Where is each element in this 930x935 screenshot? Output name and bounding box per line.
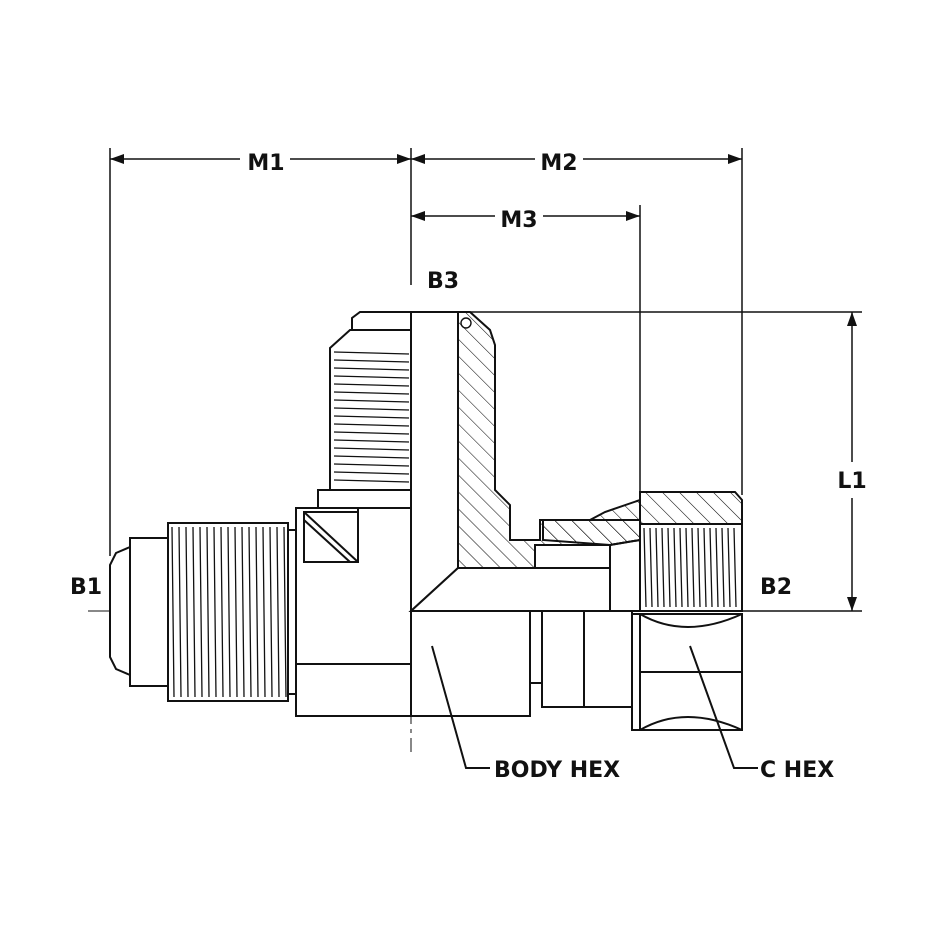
arrow-head bbox=[411, 211, 425, 221]
top-port-section bbox=[457, 311, 641, 569]
left-neck bbox=[129, 537, 169, 687]
label-b1: B1 bbox=[70, 575, 102, 600]
top-nose bbox=[351, 311, 412, 331]
arrow-head bbox=[728, 154, 742, 164]
label-m2: M2 bbox=[540, 151, 577, 176]
top-bore bbox=[410, 311, 459, 612]
left-male-end bbox=[109, 508, 297, 716]
nut-thread-lines bbox=[643, 527, 737, 608]
dimension-m3: M3 bbox=[411, 208, 640, 233]
arrow-head bbox=[626, 211, 640, 221]
label-m1: M1 bbox=[247, 151, 284, 176]
arrow-head bbox=[110, 154, 124, 164]
top-male-end bbox=[317, 311, 412, 509]
label-b2: B2 bbox=[760, 575, 792, 600]
left-nose bbox=[109, 545, 131, 677]
dimension-l1: L1 bbox=[837, 312, 867, 611]
label-b3: B3 bbox=[427, 269, 459, 294]
label-m3: M3 bbox=[500, 208, 537, 233]
sleeve-section bbox=[542, 498, 641, 547]
nut-thread-zone bbox=[639, 523, 743, 612]
arrow-head bbox=[411, 154, 425, 164]
dimension-m2: M2 bbox=[411, 151, 742, 176]
horizontal-bore bbox=[408, 567, 611, 612]
tee-body bbox=[295, 500, 531, 717]
leader-c-hex bbox=[689, 645, 758, 769]
label-c-hex: C HEX bbox=[760, 758, 834, 783]
arrow-head bbox=[847, 312, 857, 326]
top-neck bbox=[317, 489, 412, 509]
arrow-head bbox=[397, 154, 411, 164]
leader-lines bbox=[431, 645, 758, 769]
top-thread-lines bbox=[333, 351, 410, 483]
body-hex-right bbox=[410, 610, 531, 717]
section-view bbox=[408, 311, 641, 612]
arrow-head bbox=[847, 597, 857, 611]
nut-top-section bbox=[639, 491, 743, 525]
extension-lines bbox=[109, 148, 862, 612]
left-relief bbox=[287, 529, 297, 695]
left-thread-lines bbox=[171, 526, 287, 698]
swivel-neck bbox=[541, 610, 585, 708]
dimension-m1: M1 bbox=[110, 151, 411, 176]
label-body-hex: BODY HEX bbox=[494, 758, 620, 783]
swivel-nut bbox=[529, 491, 743, 731]
leader-body-hex bbox=[431, 645, 490, 769]
label-l1: L1 bbox=[837, 469, 866, 494]
